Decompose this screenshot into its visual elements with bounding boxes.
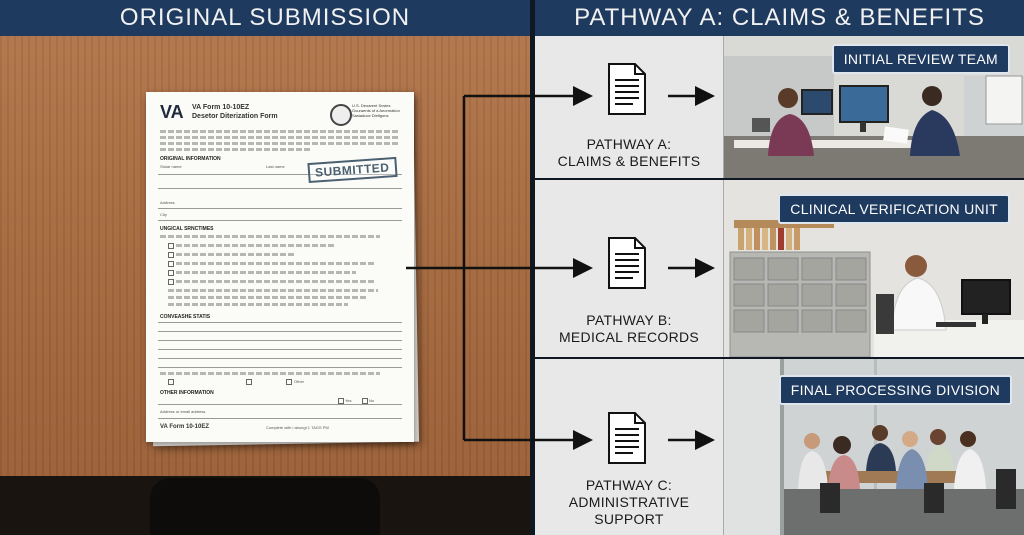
checkbox-label: Yes	[345, 398, 352, 403]
form-name: Desetor Diterization Form	[192, 113, 278, 120]
form-text-line	[160, 130, 398, 133]
row-separator	[723, 359, 724, 535]
checkbox	[168, 379, 174, 385]
form-rule	[158, 322, 402, 323]
pathway-b-row: PATHWAY B: MEDICAL RECORDS CLINICAL VERI…	[535, 180, 1024, 357]
form-field-label: Address or email address	[160, 409, 206, 414]
checkbox	[168, 279, 174, 285]
section-heading: UNGICAL SRNCTIMES	[160, 226, 214, 232]
section-heading: ORIGINAL INFORMATION	[160, 156, 221, 162]
clinic-scene	[724, 180, 1024, 357]
form-text-line	[168, 296, 368, 299]
agency-seal-icon	[330, 104, 352, 126]
form-field-label: Last name	[266, 164, 285, 169]
form-number: VA Form 10-10EZ	[192, 104, 250, 111]
form-field-label: Address	[160, 200, 175, 205]
pathway-a-label-area: PATHWAY A: CLAIMS & BENEFITS	[535, 36, 723, 178]
initial-review-office-photo: INITIAL REVIEW TEAM	[724, 36, 1024, 178]
document-icon	[608, 63, 646, 115]
form-rule	[158, 220, 402, 221]
clinical-verification-photo: CLINICAL VERIFICATION UNIT	[724, 180, 1024, 357]
pathway-c-label-area: PATHWAY C: ADMINISTRATIVE SUPPORT	[535, 359, 723, 535]
pathway-c-label-line1: PATHWAY C:	[585, 477, 673, 493]
row-separator	[723, 180, 724, 357]
pathway-a-row: PATHWAY A: CLAIMS & BENEFITS INITIAL REV…	[535, 36, 1024, 178]
checkbox	[168, 261, 174, 267]
form-rule	[158, 174, 402, 175]
pathway-a-label-line1: PATHWAY A:	[586, 136, 672, 152]
pathway-a-label-line2: CLAIMS & BENEFITS	[557, 153, 701, 169]
form-footer: VA Form 10-10EZ	[160, 424, 210, 430]
form-text-line	[176, 253, 296, 256]
pathway-b-label-line2: MEDICAL RECORDS	[558, 329, 700, 345]
form-rule	[158, 331, 402, 332]
pathway-b-label-line1: PATHWAY B:	[586, 312, 672, 328]
form-text-line	[168, 289, 378, 292]
form-rule	[158, 418, 402, 419]
checkbox	[362, 398, 368, 404]
form-text-line	[168, 303, 348, 306]
form-text-line	[160, 142, 398, 145]
pathway-c-row: PATHWAY C: ADMINISTRATIVE SUPPORT FINAL …	[535, 359, 1024, 535]
form-text-line	[160, 235, 380, 238]
checkbox-label: Other	[294, 379, 305, 384]
form-text-line	[160, 148, 310, 151]
form-field-label: City	[160, 212, 167, 217]
pathway-header-title: PATHWAY A: CLAIMS & BENEFITS	[535, 0, 1024, 36]
form-rule	[158, 349, 402, 350]
checkbox	[246, 379, 252, 385]
row-separator	[723, 36, 724, 178]
form-rule	[158, 340, 402, 341]
checkbox	[286, 379, 292, 385]
checkbox-label: No	[369, 398, 375, 403]
section-heading: OTHER INFORMATION	[160, 390, 214, 396]
form-text-line	[176, 280, 376, 283]
final-processing-tag: FINAL PROCESSING DIVISION	[778, 375, 1012, 405]
checkbox-checked	[338, 398, 344, 404]
checkbox	[168, 270, 174, 276]
document-icon	[608, 412, 646, 464]
form-text-line	[176, 262, 376, 265]
agency-name: U.S. Deoarent Svstes Gouraents of a Aeor…	[352, 103, 400, 118]
final-processing-photo: FINAL PROCESSING DIVISION	[724, 359, 1024, 535]
row-divider	[535, 178, 1024, 180]
form-rule	[158, 188, 402, 189]
initial-review-team-tag: INITIAL REVIEW TEAM	[831, 44, 1010, 74]
row-divider	[535, 357, 1024, 359]
form-rule	[158, 208, 402, 209]
form-field-label: Stolar name	[160, 164, 182, 169]
form-rule	[158, 404, 402, 405]
document-icon	[608, 237, 646, 289]
va-form-document: VA VA Form 10-10EZ Desetor Diterization …	[146, 92, 414, 442]
chair-back	[150, 478, 380, 535]
form-text-line	[160, 136, 398, 139]
pathway-c-label-line2: ADMINISTRATIVE	[568, 494, 690, 510]
checkbox	[168, 243, 174, 249]
clinical-verification-tag: CLINICAL VERIFICATION UNIT	[778, 194, 1010, 224]
pathway-c-label-line3: SUPPORT	[594, 511, 664, 527]
original-submission-title: ORIGINAL SUBMISSION	[0, 0, 530, 36]
form-footer-note: Complete with i abongt 1 TAGS PM	[266, 425, 329, 430]
checkbox	[168, 252, 174, 258]
form-text-line	[160, 372, 380, 375]
form-text-line	[176, 271, 356, 274]
va-mark: VA	[160, 102, 184, 122]
form-rule	[158, 358, 402, 359]
form-rule	[158, 367, 402, 368]
section-heading: CONVEASHE STATIS	[160, 314, 211, 320]
form-text-line	[176, 244, 336, 247]
